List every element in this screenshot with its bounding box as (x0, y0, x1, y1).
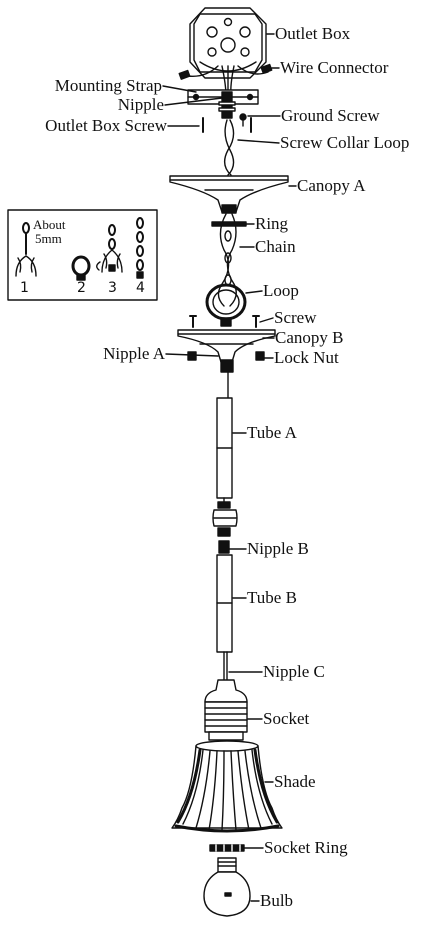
inset-about-line1: About (33, 217, 66, 232)
label-outlet-box-screw: Outlet Box Screw (45, 116, 167, 135)
label-mounting-strap: Mounting Strap (54, 76, 162, 95)
outlet-box-screws (202, 117, 252, 133)
chain-link-inset (7, 209, 158, 301)
socket-part (204, 679, 248, 741)
wire-connectors (178, 63, 273, 80)
label-socket-ring: Socket Ring (264, 838, 348, 857)
canopy-screws (189, 315, 260, 328)
ring-part (211, 221, 247, 227)
label-nipple-c: Nipple C (263, 662, 325, 681)
label-lock-nut: Lock Nut (274, 348, 339, 367)
inset-step-4: 4 (136, 280, 145, 296)
label-screw-collar-loop: Screw Collar Loop (280, 133, 410, 152)
label-ring: Ring (255, 214, 289, 233)
loop-part (205, 283, 247, 327)
label-canopy-a: Canopy A (297, 176, 366, 195)
tube-a-part (216, 371, 233, 503)
label-bulb: Bulb (260, 891, 294, 910)
label-nipple-b: Nipple B (247, 539, 309, 558)
nipple-a-part (187, 351, 265, 373)
label-nipple-a: Nipple A (103, 344, 165, 363)
label-screw: Screw (274, 308, 317, 327)
inset-about-line2: 5mm (35, 231, 62, 246)
label-tube-b: Tube B (247, 588, 297, 607)
ground-screw-part (239, 113, 247, 127)
shade-part (171, 740, 283, 833)
bulb-part (203, 857, 251, 917)
nipple-part (218, 91, 236, 119)
label-tube-a: Tube A (247, 423, 297, 442)
nipple-c-part (223, 651, 228, 681)
inset-step-2: 2 (77, 280, 86, 296)
inset-step-1: 1 (20, 280, 29, 296)
label-wire-connector: Wire Connector (280, 58, 389, 77)
tube-b-part (216, 554, 233, 653)
label-chain: Chain (255, 237, 296, 256)
label-nipple: Nipple (117, 95, 164, 114)
label-socket: Socket (263, 709, 310, 728)
inset-step-3: 3 (108, 280, 117, 296)
screw-collar-loop-part (223, 119, 235, 176)
nipple-b-part (218, 540, 230, 554)
label-canopy-b: Canopy B (275, 328, 344, 347)
label-ground-screw: Ground Screw (281, 106, 380, 125)
outlet-box-part (189, 7, 267, 79)
label-loop: Loop (263, 281, 299, 300)
socket-ring-part (209, 844, 245, 852)
label-outlet-box: Outlet Box (275, 24, 351, 43)
label-shade: Shade (274, 772, 316, 791)
canopy-a-part (169, 175, 289, 214)
tube-connector-part (212, 501, 238, 537)
